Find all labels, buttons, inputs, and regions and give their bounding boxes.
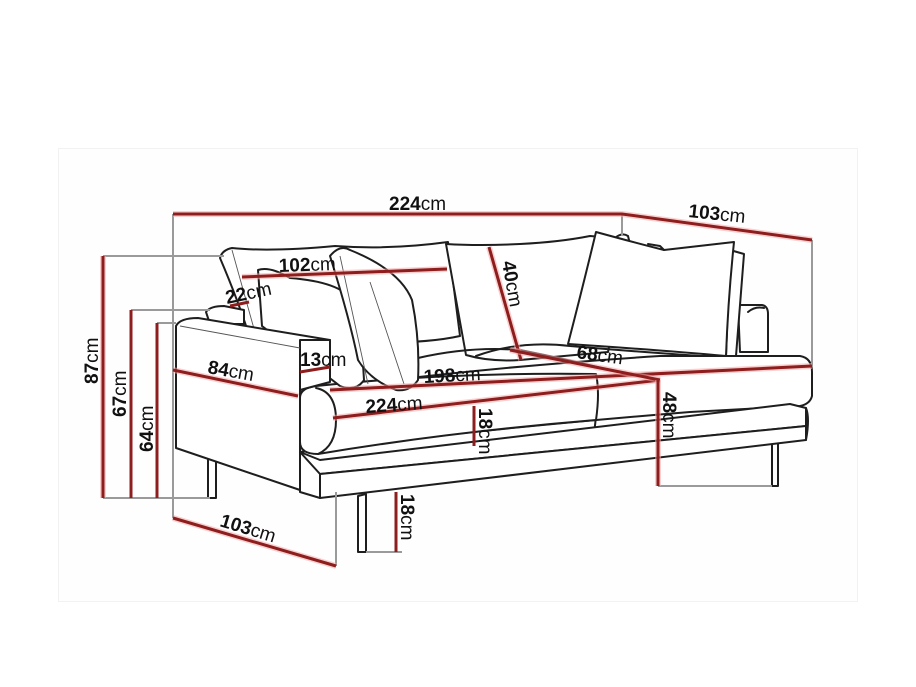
dim-line-back-cushion-height — [487, 246, 523, 361]
extension-lines — [103, 214, 813, 566]
label-armrest-depth: 84cm — [206, 357, 255, 386]
label-seat-height: 48cm — [658, 392, 679, 438]
dim-line-seat-width — [329, 364, 813, 392]
label-armrest-back-height: 67cm — [110, 371, 131, 417]
left-throw-pillow-2 — [329, 247, 420, 392]
label-cushion-thickness: 22cm — [224, 279, 274, 309]
label-armrest-width: 13cm — [300, 350, 346, 371]
front-left-leg — [357, 493, 367, 553]
right-throw-pillow — [567, 231, 735, 357]
label-total-depth-top: 103cm — [687, 201, 746, 228]
label-armrest-height: 64cm — [137, 406, 158, 452]
dim-line-armrest-width — [299, 365, 331, 374]
dim-line-seat-front-width — [332, 378, 661, 420]
sofa-drawing — [175, 231, 813, 553]
label-total-width: 224cm — [389, 194, 446, 215]
label-leg-height: 18cm — [396, 494, 417, 540]
label-seat-cushion-height: 18cm — [474, 408, 495, 454]
dimension-lines — [100, 211, 813, 569]
dim-line-armrest-depth — [172, 368, 299, 398]
dim-line-back-cushion-width — [241, 267, 448, 279]
label-back-cushion-height: 40cm — [497, 259, 526, 308]
dim-line-seat-depth — [509, 348, 661, 382]
label-seat-depth: 68cm — [575, 342, 624, 369]
dim-line-total-width — [173, 212, 813, 242]
label-back-cushion-width: 102cm — [278, 254, 336, 277]
dimension-labels: 224cm 103cm 102cm 40cm 22cm 87cm 67cm 64… — [82, 194, 746, 547]
dim-line-cushion-thickness — [229, 300, 250, 308]
dim-line-total-depth-bottom — [172, 516, 337, 568]
label-total-height: 87cm — [82, 338, 103, 384]
label-seat-front-width: 224cm — [365, 393, 423, 418]
label-seat-width: 198cm — [423, 364, 481, 388]
right-armrest — [737, 304, 769, 353]
